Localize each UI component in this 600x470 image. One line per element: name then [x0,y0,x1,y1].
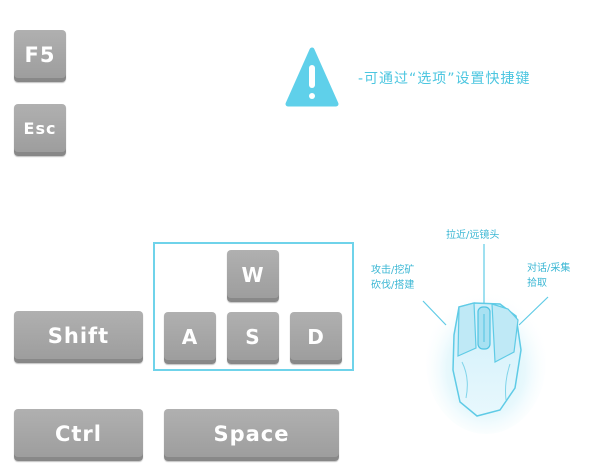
mouse-wheel-label: 拉近/远镜头 [446,230,500,241]
a-key: A [164,312,216,364]
f5-key: F5 [14,30,66,82]
d-key: D [290,312,342,364]
mouse-right-button [491,303,519,363]
leader-line-right [518,296,549,326]
leader-line-left [422,300,447,326]
wasd-frame [153,242,354,371]
mouse-left-button [457,302,477,357]
shift-key: Shift [14,311,143,363]
w-key: W [227,250,279,302]
mouse-left-label-2: 砍伐/搭建 [371,280,415,291]
shortcut-notice-text: -可通过“选项”设置快捷键 [358,71,531,87]
mouse-right-label-2: 拾取 [527,278,547,289]
mouse-right-label-1: 对话/采集 [527,263,571,274]
space-key: Space [164,409,339,461]
mouse-left-label-1: 攻击/挖矿 [371,265,415,276]
esc-key: Esc [14,104,66,156]
ctrl-key: Ctrl [14,409,143,461]
s-key: S [227,312,279,364]
